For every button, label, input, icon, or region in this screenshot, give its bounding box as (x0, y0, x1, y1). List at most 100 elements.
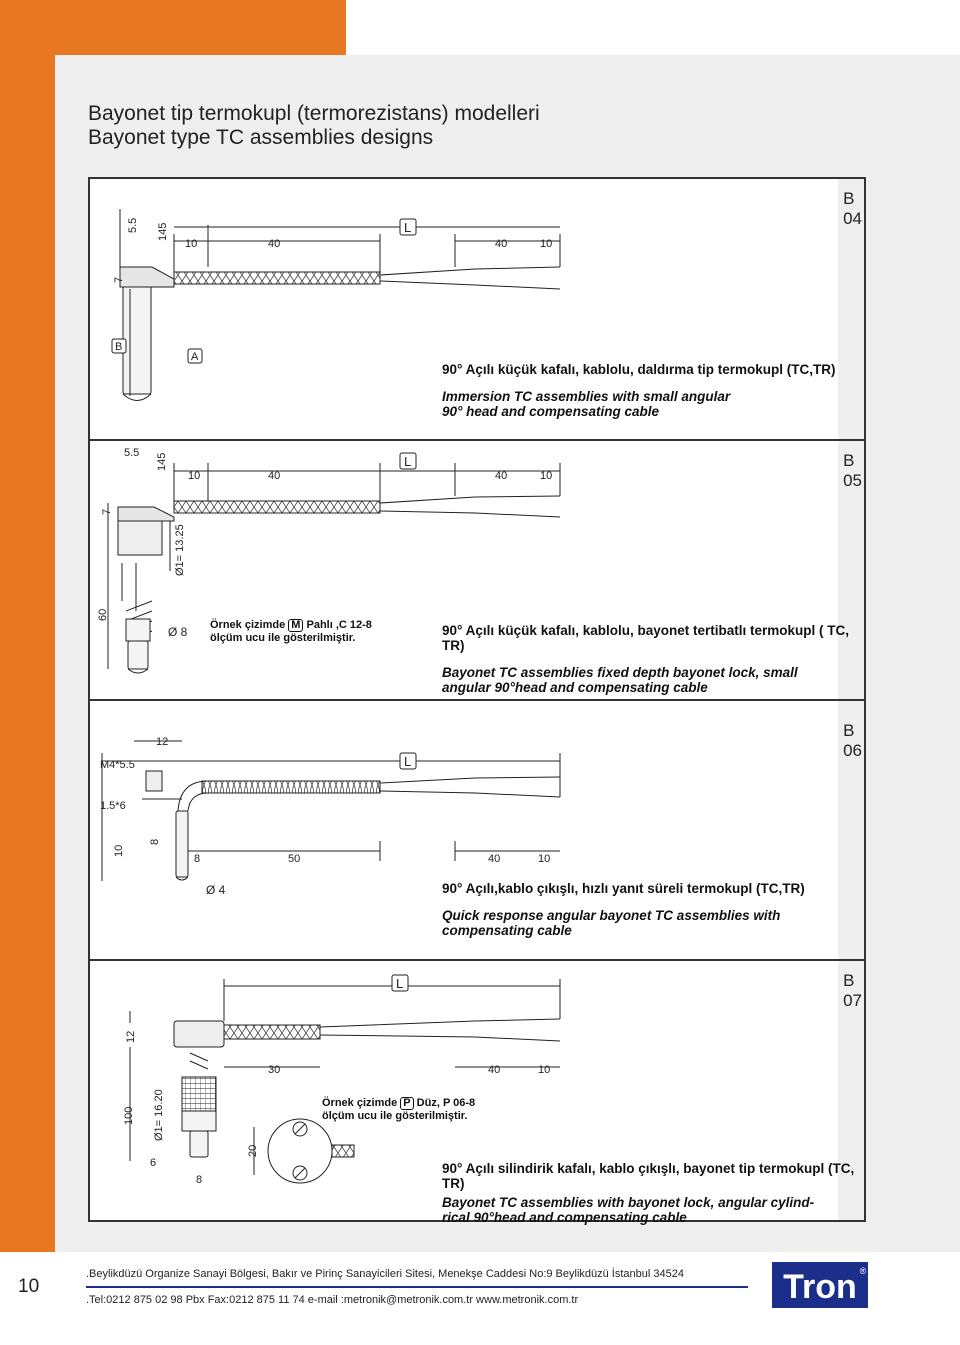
dim-5-5: 5.5 (127, 218, 139, 233)
design-code: B 05 (843, 451, 862, 491)
page-title: Bayonet tip termokupl (termorezistans) m… (88, 102, 540, 150)
dim-l: L (396, 976, 403, 991)
dim-7: 7 (113, 277, 125, 283)
orange-side-bar (0, 0, 55, 1252)
dim-12: 12 (125, 1031, 137, 1043)
drawing-b06: 12 M4*5.5 L 1.5*6 10 8 8 50 40 10 Ø 4 (100, 736, 561, 897)
label-a: A (191, 351, 199, 363)
note-text-b: Pahlı ,C 12-8 (306, 619, 372, 631)
design-code: B 04 (843, 189, 862, 229)
description-turkish: 90° Açılı küçük kafalı, kablolu, daldırm… (442, 362, 836, 377)
description-english-1: Immersion TC assemblies with small angul… (442, 389, 731, 404)
orange-corner-block (0, 0, 346, 55)
description-english-1: Bayonet TC assemblies with bayonet lock,… (442, 1195, 815, 1210)
code-column (838, 961, 864, 1220)
note-code-box: P (400, 1097, 414, 1110)
note-text-a: Örnek çizimde (210, 619, 286, 631)
dim-l: L (404, 754, 411, 769)
design-section-b07: B 07 (90, 961, 864, 1225)
dim-50: 50 (288, 853, 300, 865)
drawing-b05: 5.5 145 10 40 L 40 10 7 Ø1= 13.25 60 Ø 8 (97, 447, 561, 674)
description-english-2: angular 90°head and compensating cable (442, 680, 708, 695)
dim-145: 145 (156, 453, 168, 471)
design-code: B 06 (843, 721, 862, 761)
note-text-line2: ölçüm ucu ile gösterilmiştir. (210, 632, 356, 644)
description-turkish: 90° Açılı,kablo çıkışlı, hızlı yanıt sür… (442, 881, 805, 896)
code-column (838, 441, 864, 699)
description-turkish: 90° Açılı silindirik kafalı, kablo çıkış… (442, 1161, 855, 1191)
designs-frame: B 04 (88, 177, 866, 1225)
dim-100: 100 (123, 1107, 135, 1125)
note-b05: Örnek çizimde M Pahlı ,C 12-8 ölçüm ucu … (210, 619, 372, 645)
code-column (838, 701, 864, 959)
dim-10b: 10 (540, 238, 552, 250)
dim-12: 12 (156, 736, 168, 748)
note-text-a: Örnek çizimde (322, 1097, 398, 1109)
description-b06: 90° Açılı,kablo çıkışlı, hızlı yanıt sür… (442, 881, 805, 938)
note-text-b: Düz, P 06-8 (416, 1097, 476, 1109)
logo-text: Tron (783, 1268, 857, 1306)
dim-10: 10 (113, 845, 125, 857)
dim-10a: 10 (188, 470, 200, 482)
design-code: B 07 (843, 971, 862, 1011)
dim-l: L (404, 220, 411, 235)
dim-40b: 40 (495, 470, 507, 482)
dim-40a: 40 (268, 238, 280, 250)
drawing-b04: 5.5 145 10 40 L 40 10 7 B A (111, 209, 561, 401)
dim-40a: 40 (268, 470, 280, 482)
code-number: 04 (843, 209, 862, 228)
dim-diameter-16-20: Ø1= 16.20 (153, 1089, 165, 1141)
dim-40: 40 (488, 1064, 500, 1076)
company-logo: Tron ® (772, 1262, 868, 1308)
dim-7: 7 (101, 509, 113, 515)
title-english: Bayonet type TC assemblies designs (88, 126, 434, 149)
description-english-1: Quick response angular bayonet TC assemb… (442, 908, 781, 923)
description-b05: 90° Açılı küçük kafalı, kablolu, bayonet… (442, 623, 864, 695)
dim-l: L (404, 454, 411, 469)
dim-10a: 10 (185, 238, 197, 250)
code-number: 07 (843, 991, 862, 1010)
dim-10: 10 (538, 1064, 550, 1076)
description-turkish: 90° Açılı küçük kafalı, kablolu, bayonet… (442, 623, 849, 653)
design-section-b05: B 05 (90, 441, 864, 701)
drawing-b07: L 12 30 40 10 100 Ø1= 16.20 6 8 20 (123, 974, 561, 1186)
footer-contact: .Tel:0212 875 02 98 Pbx Fax:0212 875 11 … (86, 1294, 579, 1306)
code-column (838, 179, 864, 439)
dim-8b: 8 (194, 853, 200, 865)
dim-10b: 10 (540, 470, 552, 482)
code-number: 06 (843, 741, 862, 760)
footer-address: .Beylikdüzü Organize Sanayi Bölgesi, Bak… (86, 1268, 684, 1280)
dim-40b: 40 (495, 238, 507, 250)
dim-8a: 8 (149, 839, 161, 845)
description-b04: 90° Açılı küçük kafalı, kablolu, daldırm… (442, 362, 835, 419)
dim-60: 60 (97, 609, 109, 621)
dim-diameter-13-25: Ø1= 13.25 (174, 524, 186, 576)
design-section-b04: B 04 (90, 179, 864, 441)
note-code-box: M (288, 619, 304, 632)
dim-diameter-4: Ø 4 (206, 883, 226, 897)
code-letter: B (843, 189, 855, 208)
code-letter: B (843, 451, 855, 470)
footer-divider (86, 1286, 748, 1288)
description-english-1: Bayonet TC assemblies fixed depth bayone… (442, 665, 798, 680)
code-letter: B (843, 971, 855, 990)
dim-diameter-8: Ø 8 (168, 625, 188, 639)
design-section-b06: B 06 (90, 701, 864, 961)
code-letter: B (843, 721, 855, 740)
dim-20: 20 (247, 1145, 259, 1157)
title-turkish: Bayonet tip termokupl (termorezistans) m… (88, 102, 540, 125)
dim-10b: 10 (538, 853, 550, 865)
registered-mark: ® (860, 1266, 867, 1276)
dim-1-5x6: 1.5*6 (100, 800, 126, 812)
note-b07: Örnek çizimde P Düz, P 06-8 ölçüm ucu il… (322, 1097, 475, 1123)
page-number: 10 (18, 1276, 40, 1297)
description-b07: 90° Açılı silindirik kafalı, kablo çıkış… (442, 1161, 864, 1225)
dim-m4: M4*5.5 (100, 759, 135, 771)
dim-40: 40 (488, 853, 500, 865)
note-text-line2: ölçüm ucu ile gösterilmiştir. (322, 1110, 468, 1122)
dim-5-5: 5.5 (124, 447, 139, 459)
dim-6: 6 (150, 1157, 156, 1169)
dim-145: 145 (157, 223, 169, 241)
dim-8: 8 (196, 1174, 202, 1186)
description-english-2: rical 90°head and compensating cable (442, 1210, 687, 1225)
